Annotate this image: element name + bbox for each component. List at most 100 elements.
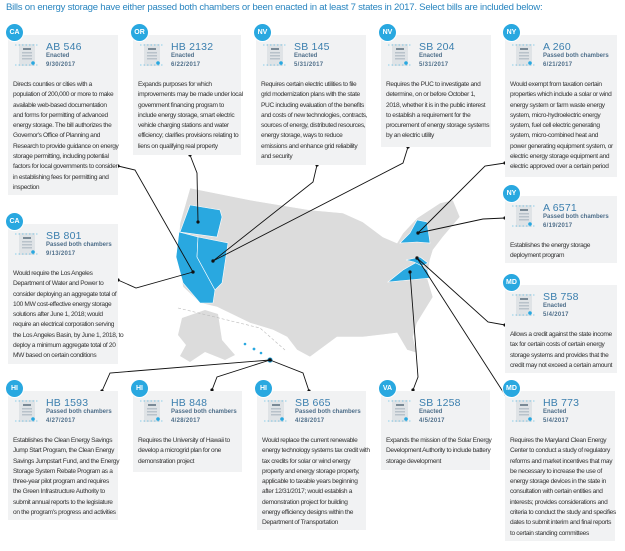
bill-status: Enacted [419,53,443,59]
connector-line [117,271,194,289]
description-line: Savings Jumpstart Fund, and the Energy [13,457,120,465]
description-line: require an electrical corporation servin… [13,321,115,329]
description-line: include energy storage, smart electric [138,111,235,119]
description-line: grid modernization plans with the state [261,91,360,99]
bill-document-icon [511,43,537,67]
description-line: reforms and market incentives that may [510,457,613,465]
bill-document-icon [511,399,537,423]
bill-status: Passed both chambers [46,242,112,248]
description-line: electric approved over a certain period [510,163,609,171]
description-line: storage systems and provides that the [510,351,609,359]
connector-dot [268,358,272,362]
bill-document-icon [139,43,165,67]
description-line: Requires the University of Hawaii to [138,437,230,444]
description-line: electric energy storage equipment and [510,153,610,161]
description-line: consultation with certain entities and [510,488,603,496]
map-alaska [178,310,235,362]
connector-dot [415,256,419,260]
bill-status: Passed both chambers [295,409,361,415]
state-hawaii [243,342,273,363]
bill-number: SB 204 [419,41,455,53]
bill-description: Requires certain electric utilities to f… [261,80,368,162]
bill-number: SB 758 [543,291,579,303]
bill-document-icon [139,399,165,423]
connector-dot [196,220,200,224]
bill-date: 4/5/2017 [419,418,445,424]
description-line: Research to provide guidance on energy [13,142,119,150]
bill-document-icon [511,204,537,228]
description-line: energy system or farm waste energy [510,101,605,109]
bill-status: Enacted [543,303,567,309]
description-line: emissions and enhance grid reliability [261,142,358,150]
connector-line [117,165,194,273]
map-inset-divider [177,307,286,351]
description-line: and costs of new technologies, contracts… [261,111,368,119]
description-line: develop a microgrid plan for one [138,447,221,455]
connector-line [189,154,199,223]
description-line: efficiency; clarifies provisions relatin… [138,132,239,140]
bill-date: 9/30/2017 [46,62,76,68]
bill-description: Requires the University of Hawaii to deve… [138,436,230,467]
connector-dot [210,388,214,392]
description-line: in establishing fees for permitting and [13,173,109,181]
connector-line [212,146,409,262]
description-line: Would require the Los Angeles [13,270,93,277]
state-badge: MD [502,273,521,292]
description-line: by an electric utility [386,132,435,140]
description-line: Establishes the energy storage [510,242,591,249]
bill-date: 4/28/2017 [171,418,201,424]
description-line: Department of Transportation [262,519,338,527]
description-line: the Green Infrastructure Authority to [13,488,105,496]
description-line: criteria to conduct the study and specif… [510,509,616,517]
bill-status: Passed both chambers [543,53,609,59]
description-line: tax credits for solar or wind energy [262,457,351,465]
description-line: system, fuel cell electric generating [510,122,600,130]
bill-number: SB 801 [46,230,82,242]
description-line: consider deploying an aggregate total of [13,290,117,298]
state-badge: CA [5,212,24,231]
bill-status: Enacted [294,53,318,59]
bill-document-icon [14,232,40,256]
description-line: procurement of energy storage systems [386,122,490,130]
description-line: demonstration project [138,457,195,465]
connector-line [101,359,271,392]
description-line: after 12/31/2017; would establish a [262,488,353,496]
description-line: credit may not exceed a certain amount [510,361,613,369]
description-line: Requires the PUC to investigate and [386,81,481,88]
state-badge: VA [378,379,397,398]
bill-date: 5/4/2017 [543,418,569,424]
state-badge: OR [130,23,149,42]
description-line: inspection [13,183,40,191]
connector-line [416,257,506,326]
description-line: system, micro-hydroelectric energy [510,111,601,119]
bill-date: 6/21/2017 [543,62,573,68]
bill-status: Passed both chambers [543,214,609,220]
state-badge: NV [378,23,397,42]
description-line: sources of energy, distributed resources… [261,122,366,130]
connector-line [416,257,508,399]
bill-number: HB 773 [543,397,580,409]
description-line: 2018, whether it is in the public intere… [386,101,486,109]
description-line: Storage System Rebate Program as a [13,467,113,475]
bill-date: 5/31/2017 [419,62,449,68]
bill-document-icon [14,43,40,67]
description-line: liens on qualifying real property [138,142,218,150]
description-line: energy storage. The bill authorizes the [13,122,112,130]
bill-description: Allows a credit against the state income… [510,330,613,371]
description-line: storage development [386,457,441,465]
description-line: dates to submit interim and final report… [510,519,612,527]
state-badge: NV [253,23,272,42]
connector-line [417,217,506,234]
description-line: MW based on certain conditions [13,352,97,360]
description-line: Would exempt from taxation certain [510,81,602,88]
description-line: Requires the Maryland Clean Energy [510,437,607,444]
bill-status: Enacted [46,53,70,59]
description-line: to establish a requirement for the [386,111,471,119]
map-shapes [175,187,461,363]
